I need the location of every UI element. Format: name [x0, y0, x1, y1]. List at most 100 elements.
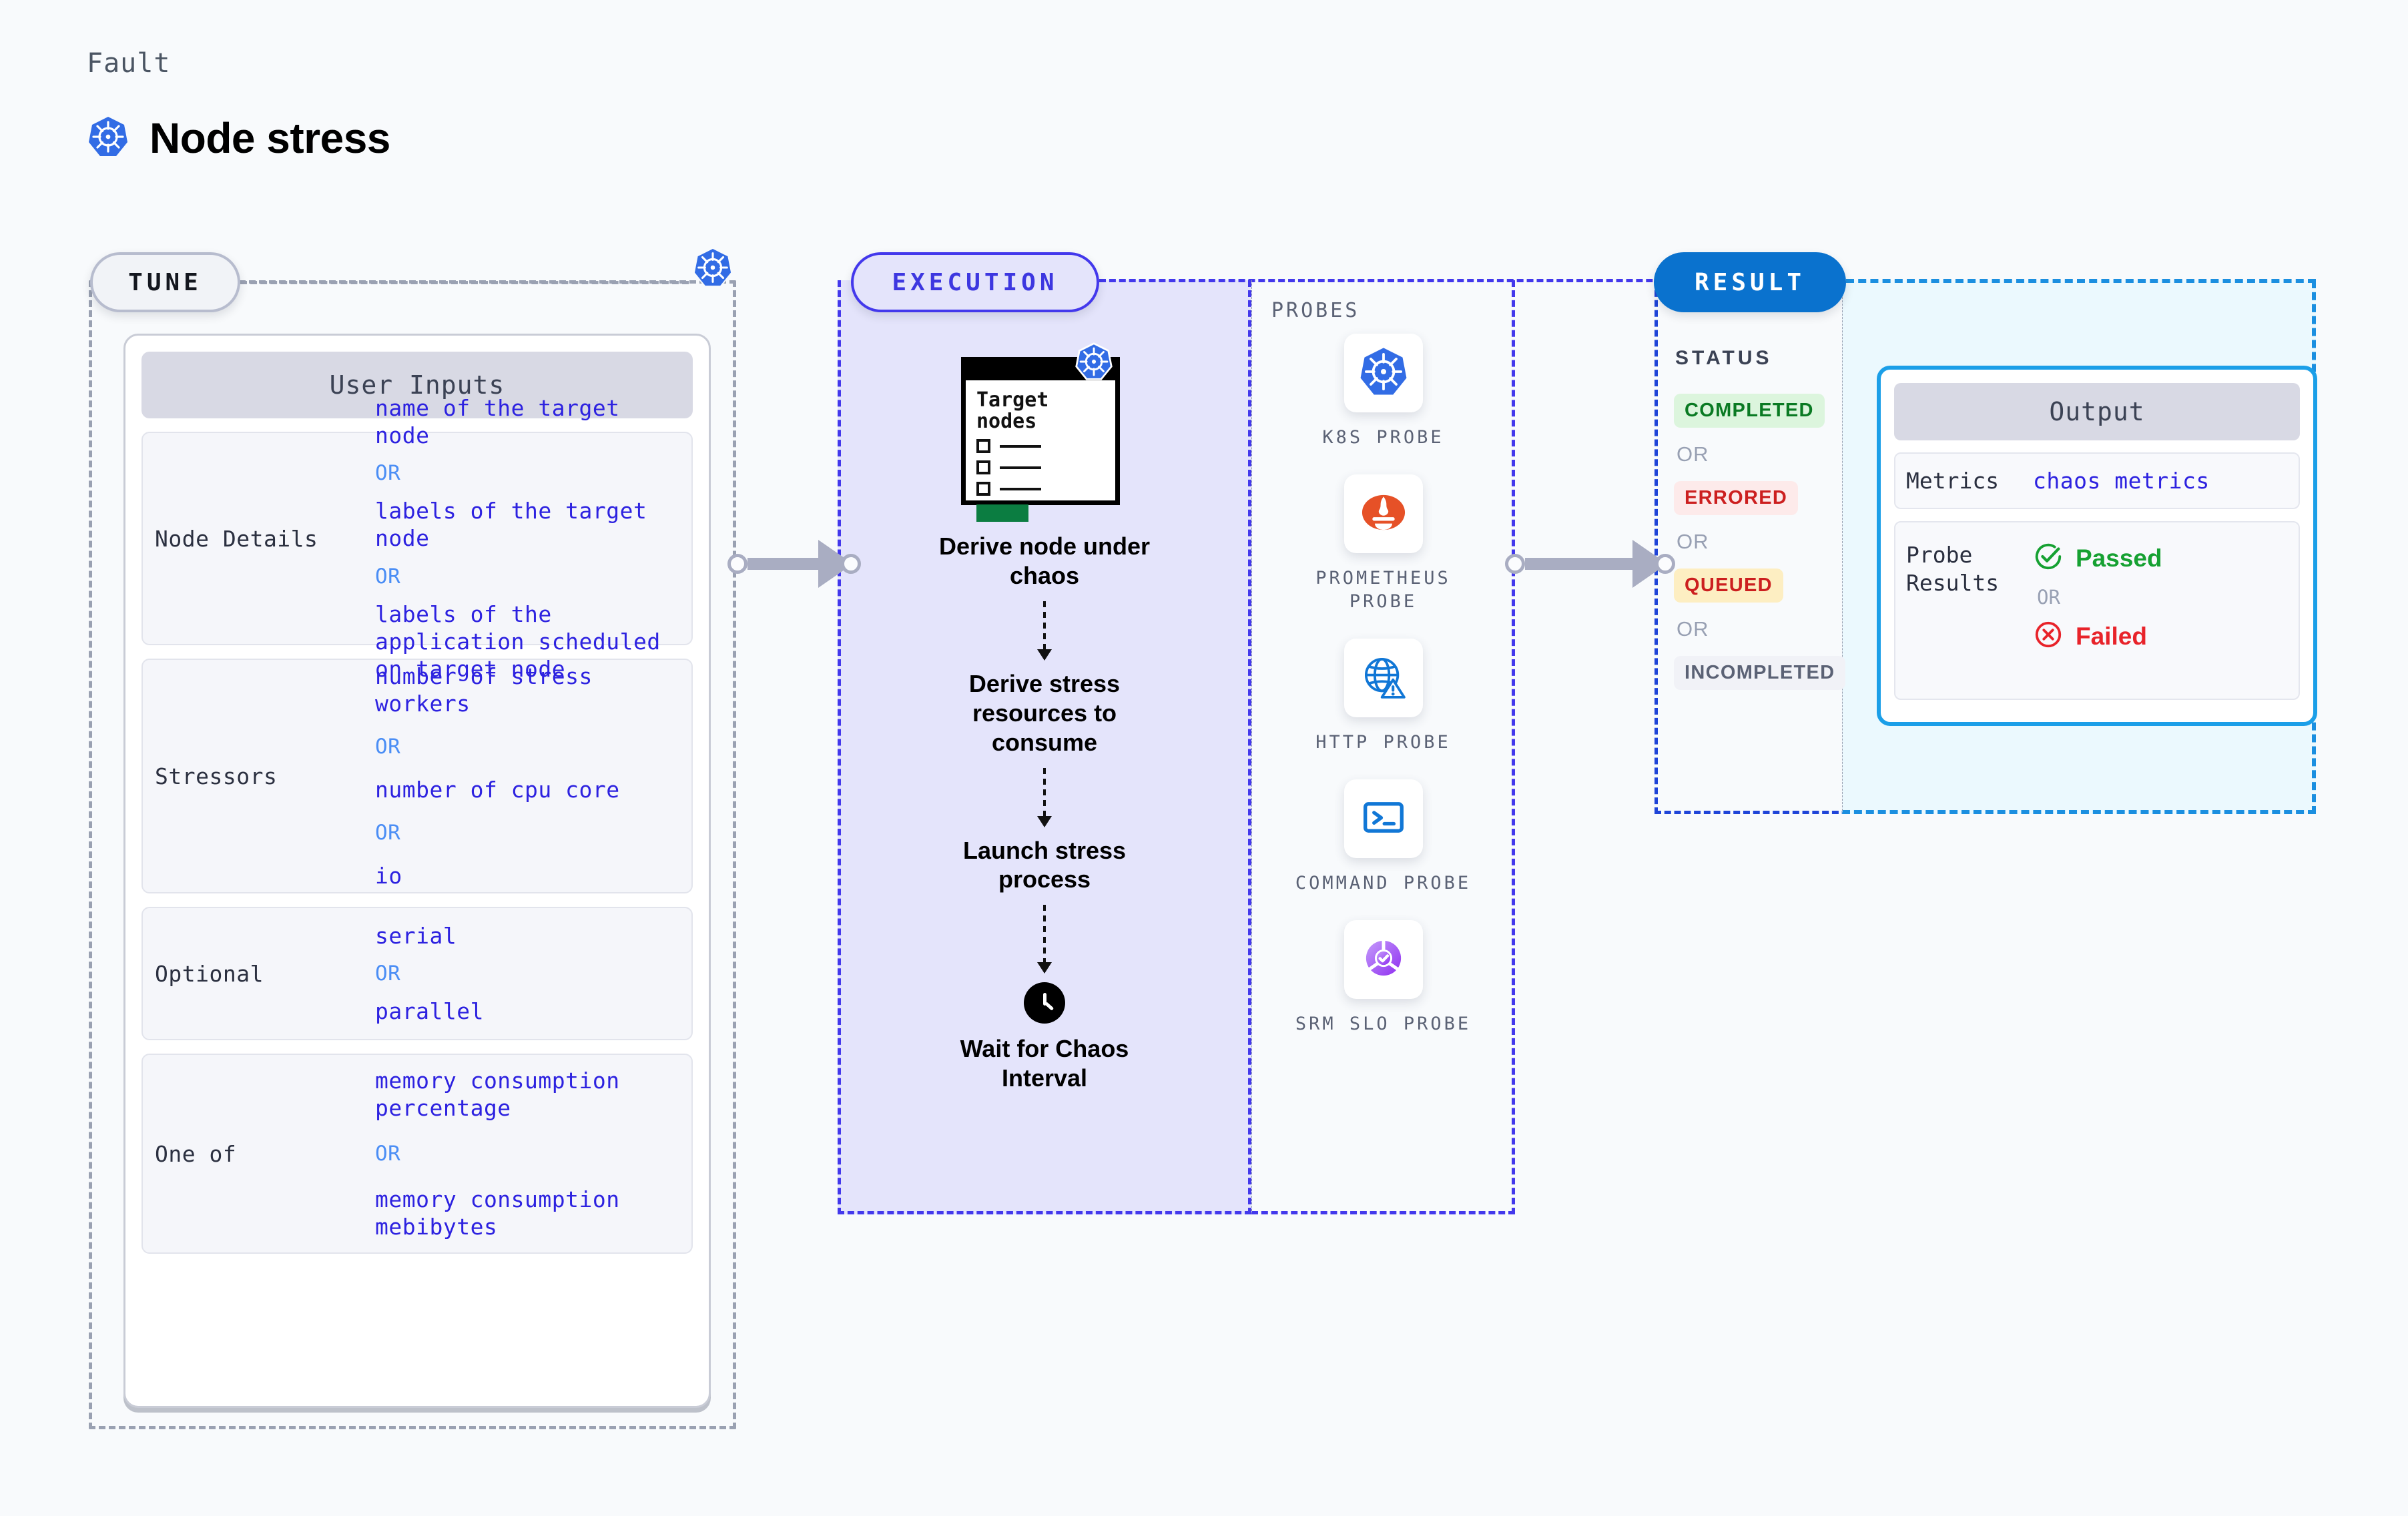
tune-pill[interactable]: TUNE — [90, 252, 240, 312]
connector-start-dot — [1505, 554, 1525, 574]
input-row-stressors: Stressors number of stress workers OR nu… — [141, 659, 693, 893]
target-card-title: Target nodes — [976, 390, 1105, 432]
http-globe-warning-icon — [1358, 651, 1409, 705]
clock-icon — [1024, 982, 1065, 1024]
x-circle-icon — [2033, 619, 2064, 653]
checklist-item — [976, 460, 1105, 474]
metrics-value: chaos metrics — [2033, 468, 2210, 494]
user-inputs-card: User Inputs Node Details name of the tar… — [123, 334, 711, 1408]
checkbox-icon — [976, 482, 990, 496]
execution-step-label: Wait for Chaos Interval — [960, 1035, 1129, 1092]
input-separator: OR — [375, 461, 401, 486]
flow-arrow-icon — [1037, 601, 1052, 661]
input-row-optional: Optional serial OR parallel — [141, 907, 693, 1040]
input-value: serial — [375, 922, 457, 949]
kubernetes-icon — [1075, 342, 1113, 384]
checklist-item — [976, 482, 1105, 496]
connector-start-dot — [727, 554, 747, 574]
flow-arrow-icon — [1037, 905, 1052, 974]
progress-bar — [976, 504, 1028, 522]
output-row-probe-results: Probe Results Passed OR — [1894, 521, 2300, 701]
connector-bar — [747, 558, 820, 570]
probe-result-separator: OR — [2037, 586, 2060, 609]
status-badge-errored: ERRORED — [1674, 481, 1799, 515]
target-title-line1: Target — [976, 388, 1049, 412]
fault-label: Fault — [87, 48, 171, 79]
target-title-line2: nodes — [976, 409, 1037, 433]
line-placeholder — [1000, 444, 1041, 448]
status-list: COMPLETED OR ERRORED OR QUEUED OR INCOMP… — [1674, 394, 1867, 690]
fault-title-row: Node stress — [87, 113, 390, 163]
input-row-label: Optional — [155, 960, 264, 987]
connector-tune-to-execution — [727, 540, 861, 588]
failed-label: Failed — [2076, 622, 2147, 650]
execution-pill[interactable]: EXECUTION — [851, 252, 1099, 312]
result-pill[interactable]: RESULT — [1654, 252, 1846, 312]
input-value: labels of the application scheduled on t… — [375, 601, 661, 683]
probe-result-passed: Passed — [2033, 541, 2288, 575]
srm-slo-icon — [1358, 933, 1409, 987]
input-value: io — [375, 863, 402, 889]
execution-step-label: Derive stress resources to consume — [968, 669, 1121, 756]
probe-label: K8S PROBE — [1322, 427, 1444, 448]
status-badge-queued: QUEUED — [1674, 568, 1783, 603]
input-separator: OR — [375, 1142, 401, 1166]
status-badge-incompleted: INCOMPLETED — [1674, 656, 1846, 690]
status-separator: OR — [1677, 617, 1709, 641]
input-row-label: One of — [155, 1140, 237, 1167]
input-value: number of stress workers — [375, 663, 593, 717]
input-row-label: Node Details — [155, 525, 318, 552]
connector-end-dot — [841, 554, 861, 574]
execution-step-label: Derive node under chaos — [938, 532, 1151, 589]
output-row-metrics: Metrics chaos metrics — [1894, 452, 2300, 510]
kubernetes-icon — [1358, 346, 1409, 400]
checklist-item — [976, 439, 1105, 453]
probe-item-command[interactable]: COMMAND PROBE — [1283, 779, 1484, 895]
user-inputs-title: User Inputs — [141, 352, 693, 418]
probe-item-prometheus[interactable]: PROMETHEUS PROBE — [1283, 474, 1484, 613]
connector-execution-to-result — [1505, 540, 1675, 588]
checkbox-icon — [976, 460, 990, 474]
probes-title: PROBES — [1271, 299, 1360, 322]
input-value: parallel — [375, 998, 484, 1024]
flow-arrow-icon — [1037, 767, 1052, 827]
probe-label: PROMETHEUS PROBE — [1315, 568, 1451, 613]
probe-tile — [1343, 639, 1423, 718]
input-row-one-of: One of memory consumption percentage OR … — [141, 1054, 693, 1254]
target-nodes-card: Target nodes — [961, 342, 1128, 522]
line-placeholder — [1000, 466, 1041, 469]
probe-results-label: Probe Results — [1906, 542, 2000, 596]
probes-list: K8S PROBE PROMETHEUS PROBE — [1255, 334, 1512, 1036]
input-separator: OR — [375, 962, 401, 986]
execution-flow: Target nodes — [842, 320, 1247, 1093]
status-separator: OR — [1677, 530, 1709, 553]
status-badge-completed: COMPLETED — [1674, 394, 1825, 428]
input-value: number of cpu core — [375, 777, 620, 803]
probe-item-http[interactable]: HTTP PROBE — [1283, 639, 1484, 754]
input-separator: OR — [375, 564, 401, 589]
probe-tile — [1343, 334, 1423, 412]
input-separator: OR — [375, 821, 401, 845]
input-row-node-details: Node Details name of the target node OR … — [141, 395, 693, 682]
probe-label: HTTP PROBE — [1315, 732, 1451, 753]
page-title: Node stress — [149, 114, 390, 162]
input-value: name of the target node — [375, 394, 620, 448]
connector-end-dot — [1655, 554, 1675, 574]
prometheus-icon — [1358, 487, 1409, 541]
probes-section-container — [1251, 280, 1515, 1214]
probe-item-k8s[interactable]: K8S PROBE — [1283, 334, 1484, 449]
probe-item-srm-slo[interactable]: SRM SLO PROBE — [1283, 920, 1484, 1036]
probe-result-failed: Failed — [2033, 619, 2288, 653]
probe-tile — [1343, 920, 1423, 1000]
connector-bar — [1525, 558, 1634, 570]
probe-label: COMMAND PROBE — [1295, 873, 1472, 894]
kubernetes-icon — [87, 115, 129, 161]
input-row-label: Stressors — [155, 763, 278, 789]
check-circle-icon — [2033, 541, 2064, 575]
execution-section-top-border — [1099, 279, 1782, 282]
result-output-top-border — [1846, 279, 2316, 283]
input-value: memory consumption mebibytes — [375, 1186, 620, 1240]
input-separator: OR — [375, 735, 401, 759]
status-separator: OR — [1677, 442, 1709, 466]
